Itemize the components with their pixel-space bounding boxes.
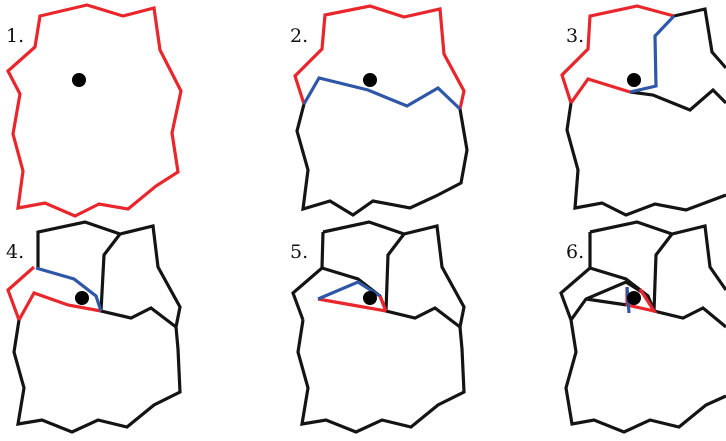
panel-label: 3. xyxy=(566,25,584,47)
black-interior xyxy=(99,233,177,329)
panel-1: 1. xyxy=(6,3,183,218)
black-interior xyxy=(652,233,726,329)
black-outline xyxy=(673,7,726,70)
panel-label: 1. xyxy=(6,25,24,47)
red-boundary xyxy=(317,297,387,313)
black-outline xyxy=(12,220,182,434)
black-interior xyxy=(569,280,649,321)
black-outline xyxy=(291,231,325,321)
blue-cut xyxy=(629,14,676,94)
black-outline xyxy=(565,102,726,217)
panel-4: 4. xyxy=(6,220,182,434)
panel-6: 6. xyxy=(559,220,726,434)
panel-label: 4. xyxy=(6,241,24,263)
panel-label: 2. xyxy=(290,25,308,47)
black-outline xyxy=(559,232,592,321)
black-outline xyxy=(589,220,726,291)
red-outline xyxy=(6,3,183,218)
blue-cut xyxy=(302,76,462,111)
blue-cut xyxy=(35,266,103,312)
crosshair-target-icon xyxy=(68,69,90,91)
panel-label: 6. xyxy=(566,241,584,263)
panel-5: 5. xyxy=(290,220,466,434)
black-interior xyxy=(629,87,726,112)
panel-3: 3. xyxy=(560,4,726,217)
black-outline xyxy=(296,220,466,434)
red-boundary xyxy=(6,265,36,321)
black-outline xyxy=(295,103,469,217)
black-interior xyxy=(585,297,628,307)
red-boundary xyxy=(17,291,102,321)
panel-2: 2. xyxy=(290,4,469,217)
panel-label: 5. xyxy=(290,241,308,263)
red-boundary xyxy=(293,4,466,110)
black-interior xyxy=(384,233,461,329)
black-outline xyxy=(564,319,726,434)
red-boundary xyxy=(569,77,631,104)
red-boundary xyxy=(560,4,675,104)
red-boundary xyxy=(378,295,388,312)
blue-cut xyxy=(317,280,381,301)
